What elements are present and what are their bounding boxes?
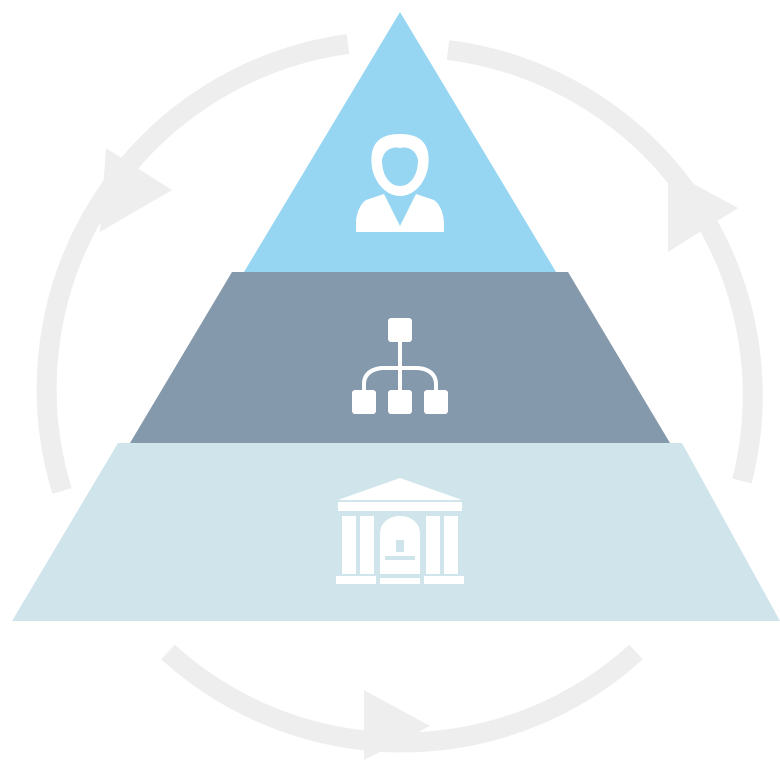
cycle-arc-bottom xyxy=(161,644,643,753)
cycle-ring xyxy=(36,34,763,760)
hierarchy-icon xyxy=(352,318,448,414)
cycle-arc-left xyxy=(36,34,350,494)
institution-building-details xyxy=(385,540,415,560)
cycle-arrow-left-icon xyxy=(100,148,172,232)
cycle-arrow-bottom-icon xyxy=(364,690,430,760)
cycle-arrow-right-icon xyxy=(668,170,738,252)
businessman-details xyxy=(382,147,418,222)
institution-building-icon xyxy=(336,478,464,584)
